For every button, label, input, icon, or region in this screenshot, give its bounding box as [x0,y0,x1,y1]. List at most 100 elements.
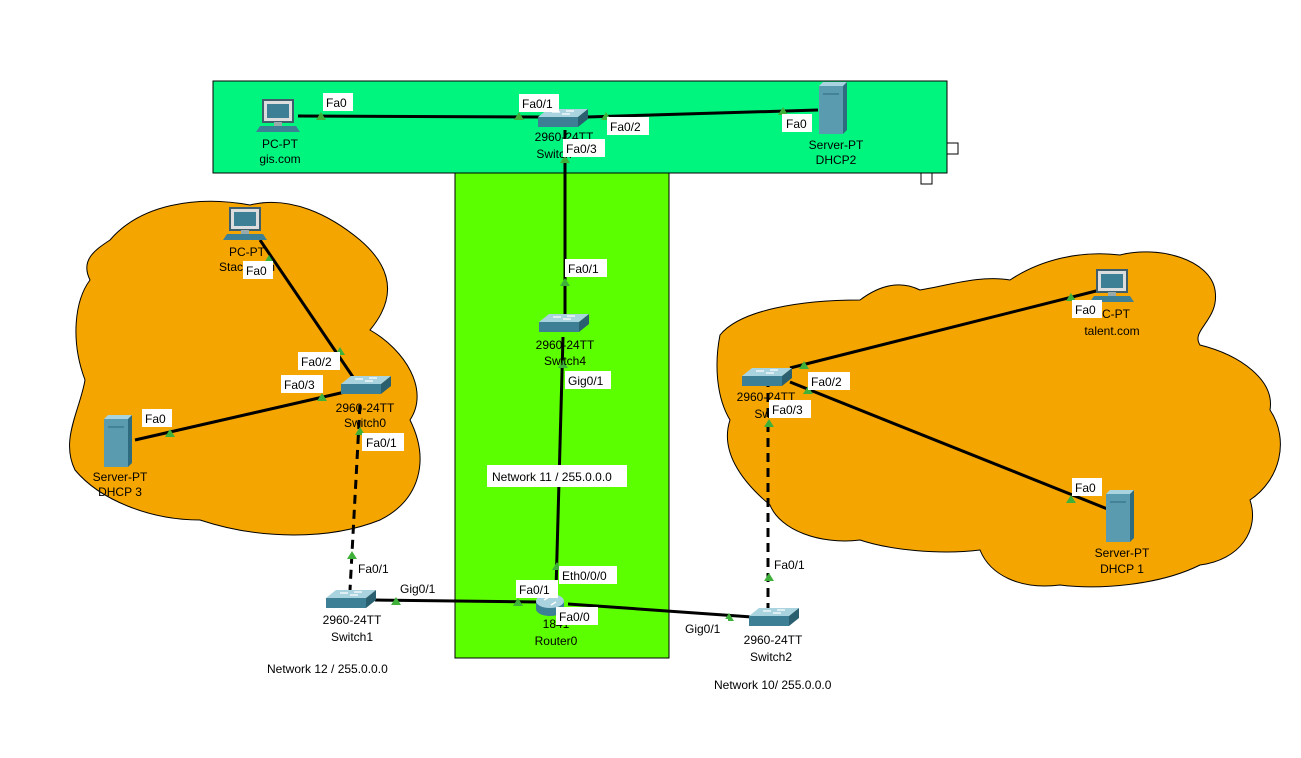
server-icon [818,81,848,135]
port-label: Gig0/1 [682,619,728,637]
device-pc-gis[interactable]: PC-PT gis.com [255,99,301,166]
svg-text:Fa0/1: Fa0/1 [774,558,805,572]
device-model: 2960-24TT [536,338,595,352]
port-label: Fa0/1 [565,259,607,277]
pc-icon [222,207,268,241]
svg-text:Fa0: Fa0 [145,412,166,426]
svg-text:Fa0: Fa0 [1075,303,1096,317]
resize-handle-bottom[interactable] [920,172,933,185]
svg-text:Fa0/3: Fa0/3 [566,142,597,156]
svg-text:Gig0/1: Gig0/1 [400,582,436,596]
link-gis-switchtop[interactable] [297,114,541,119]
network-label-11: Network 11 / 255.0.0.0 [487,465,627,487]
port-marker [778,107,788,115]
svg-text:Fa0: Fa0 [786,117,807,131]
device-server-dhcp1[interactable]: Server-PT DHCP 1 [1095,489,1150,576]
device-model: PC-PT [1094,307,1131,321]
device-model: 2960-24TT [323,613,382,627]
port-label: Eth0/0/0 [559,566,617,584]
device-name: Switch0 [344,416,386,430]
device-name: DHCP2 [816,153,857,167]
svg-text:Fa0: Fa0 [1075,481,1096,495]
port-label: Fa0 [323,93,353,111]
device-model: 2960-24TT [336,401,395,415]
svg-text:Network 11 / 255.0.0.0: Network 11 / 255.0.0.0 [492,470,612,484]
svg-text:Fa0: Fa0 [246,264,267,278]
resize-handle-right[interactable] [946,142,959,155]
svg-text:Fa0/1: Fa0/1 [358,562,389,576]
link-switchright-talent[interactable] [789,288,1101,370]
port-label: Fa0/3 [769,400,811,418]
device-switch0[interactable]: 2960-24TT Switch0 [336,375,395,430]
port-marker [764,573,774,581]
port-label: Fa0/2 [607,117,649,135]
link-switch4-router0[interactable] [554,336,565,591]
device-switch2[interactable]: 2960-24TT Switch2 [744,607,803,664]
link-switch0-switch1[interactable] [348,404,362,591]
port-label: Fa0/3 [281,375,323,393]
link-switchright-dhcp1[interactable] [789,380,1111,512]
switch-icon [538,313,590,333]
svg-text:Fa0/1: Fa0/1 [366,436,397,450]
link-switch1-router0[interactable] [374,598,541,604]
device-name: Router0 [535,634,578,648]
port-label: Fa0 [1072,478,1102,496]
right-area-cloud [716,251,1281,588]
link-switchtop-dhcp2[interactable] [586,108,819,119]
device-model: Server-PT [93,470,148,484]
network-label-10: Network 10/ 255.0.0.0 [710,674,850,696]
device-switch4[interactable]: 2960-24TT Switch4 [536,313,595,368]
svg-text:Fa0/2: Fa0/2 [610,120,641,134]
device-name: DHCP 1 [1100,562,1144,576]
device-model: PC-PT [262,137,299,151]
port-label: Fa0/1 [362,433,404,451]
svg-text:Fa0/3: Fa0/3 [772,403,803,417]
port-labels: Fa0 Fa0/1 Fa0/2 Fa0 Fa0/3 Fa0/1 Gig0/1 F… [142,93,1102,637]
device-model: 2960-24TT [744,633,803,647]
port-label: Gig0/1 [565,371,611,389]
port-label: Fa0 [142,409,172,427]
switch-icon [748,607,800,627]
device-model: Server-PT [809,138,864,152]
port-marker [347,551,357,559]
svg-text:Fa0/2: Fa0/2 [301,355,332,369]
port-marker [799,361,809,369]
device-server-dhcp3[interactable]: Server-PT DHCP 3 [93,414,148,499]
device-pc-talent[interactable]: PC-PT talent.com [1084,269,1140,338]
port-marker [560,278,570,286]
port-label: Fa0/1 [519,94,559,112]
device-switch1[interactable]: 2960-24TT Switch1 [323,589,382,644]
port-marker [514,112,524,120]
port-label: Fa0/2 [298,352,340,370]
device-server-dhcp2[interactable]: Server-PT DHCP2 [809,81,864,167]
svg-text:Network 10/ 255.0.0.0: Network 10/ 255.0.0.0 [714,678,832,692]
device-name: gis.com [259,152,300,166]
svg-text:Fa0/3: Fa0/3 [284,378,315,392]
port-label: Fa0/3 [563,139,605,157]
port-label: Fa0 [243,261,273,279]
link-router0-switch2[interactable] [567,602,753,619]
port-marker [558,360,568,368]
port-marker [1066,293,1076,301]
device-name: Switch1 [331,630,373,644]
port-label: Fa0 [1072,300,1102,318]
svg-text:Fa0/1: Fa0/1 [519,583,550,597]
svg-text:Fa0: Fa0 [326,96,347,110]
switch-icon [340,375,392,395]
port-marker [764,419,774,427]
port-label: Fa0 [782,114,812,132]
device-name: Switch4 [544,354,586,368]
svg-text:Fa0/1: Fa0/1 [568,262,599,276]
device-name: Switch [536,147,571,161]
port-marker [513,598,523,606]
switch-icon [325,589,377,609]
port-label: Fa0/2 [808,372,850,390]
pc-icon [255,99,301,133]
svg-text:Gig0/1: Gig0/1 [685,622,721,636]
svg-text:Fa0/0: Fa0/0 [559,610,590,624]
device-model: Server-PT [1095,546,1150,560]
svg-text:Network 12 / 255.0.0.0: Network 12 / 255.0.0.0 [267,662,388,676]
server-icon [1105,489,1135,543]
port-label: Fa0/0 [556,607,598,625]
port-marker [316,112,326,120]
